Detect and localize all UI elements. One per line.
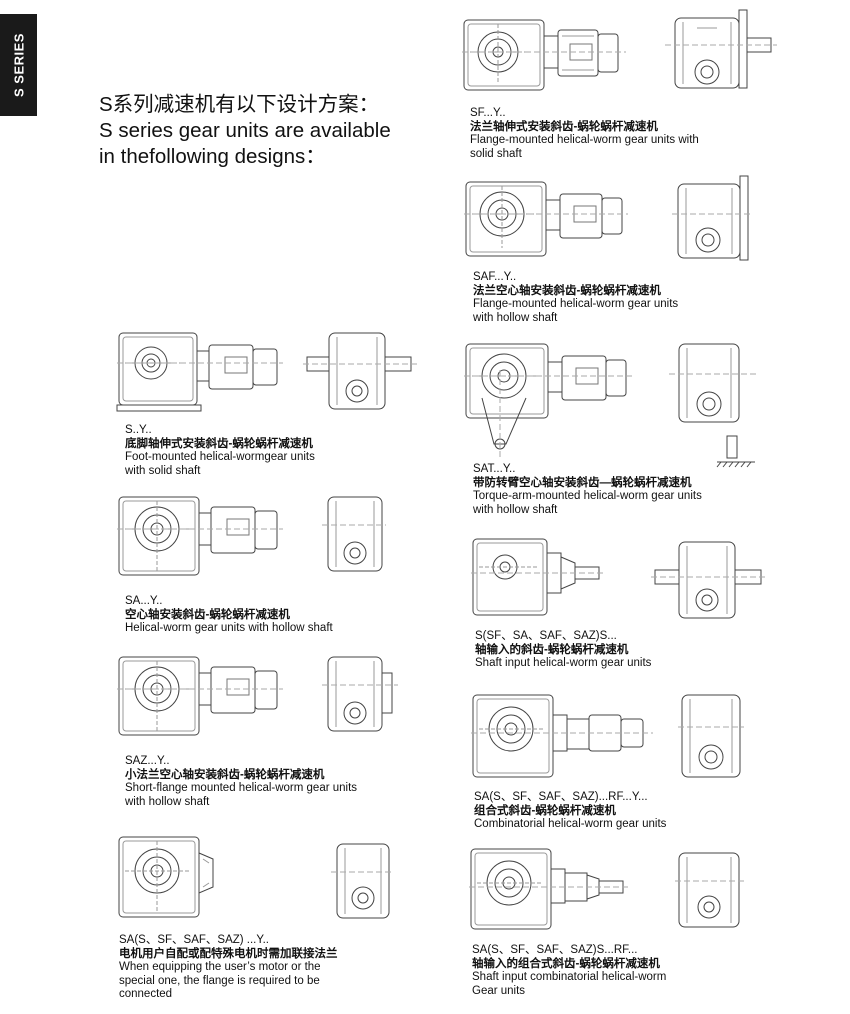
caption-en: Short-flange mounted helical-worm gear u… [125, 782, 358, 808]
caption-en: Flange-mounted helical-worm gear units w… [470, 134, 699, 160]
drawing-sat-front [464, 340, 636, 460]
model-code: SAT...Y.. [473, 463, 516, 475]
drawing-combinatorial-side [678, 691, 746, 781]
caption-zh: 组合式斜齿-蜗轮蜗杆减速机 [474, 804, 616, 817]
caption-sf: SF...Y.. 法兰轴伸式安装斜齿-蜗轮蜗杆减速机 Flange-mounte… [470, 107, 699, 161]
heading-line-3: in thefollowing designs： [99, 145, 326, 168]
drawing-saz-front [117, 653, 285, 739]
caption-zh: 法兰轴伸式安装斜齿-蜗轮蜗杆减速机 [470, 120, 658, 133]
drawing-sf-side [665, 8, 780, 94]
caption-zh: 法兰空心轴安装斜齿-蜗轮蜗杆减速机 [473, 284, 661, 297]
caption-zh: 小法兰空心轴安装斜齿-蜗轮蜗杆减速机 [125, 768, 325, 781]
drawing-saf-side [672, 174, 752, 264]
caption-saf: SAF...Y.. 法兰空心轴安装斜齿-蜗轮蜗杆减速机 Flange-mount… [473, 271, 678, 325]
drawing-s-front [116, 329, 285, 415]
caption-sa: SA...Y.. 空心轴安装斜齿-蜗轮蜗杆减速机 Helical-worm ge… [125, 595, 333, 636]
model-code: SA(S、SF、SAF、SAZ)S...RF... [472, 944, 638, 956]
caption-en: Torque-arm-mounted helical-worm gear uni… [473, 490, 702, 516]
caption-shaft-input-combinatorial: SA(S、SF、SAF、SAZ)S...RF... 轴输入的组合式斜齿-蜗轮蜗杆… [472, 944, 666, 998]
caption-en: When equipping the user’s motor or the s… [119, 961, 321, 1000]
caption-zh: 轴输入的斜齿-蜗轮蜗杆减速机 [475, 643, 629, 656]
caption-sat: SAT...Y.. 带防转臂空心轴安装斜齿—蜗轮蜗杆减速机 Torque-arm… [473, 463, 702, 517]
side-tab-label: S SERIES [11, 33, 26, 97]
side-tab: S SERIES [0, 14, 37, 116]
drawing-user-motor-front [117, 833, 227, 923]
caption-en: Flange-mounted helical-worm gear units w… [473, 298, 679, 324]
drawing-shaft-input-combinatorial-front [469, 845, 631, 935]
drawing-combinatorial-front [471, 691, 655, 783]
heading-line-1: S系列减速机有以下设计方案： [99, 93, 380, 116]
model-code: SA...Y.. [125, 595, 163, 607]
caption-en: Shaft input combinatorial helical-worm G… [472, 971, 667, 997]
drawing-sa-front [117, 493, 285, 579]
caption-s: S..Y.. 底脚轴伸式安装斜齿-蜗轮蜗杆减速机 Foot-mounted he… [125, 424, 315, 478]
drawing-sat-side [669, 340, 761, 472]
caption-en: Combinatorial helical-worm gear units [474, 818, 667, 830]
caption-combinatorial: SA(S、SF、SAF、SAZ)...RF...Y... 组合式斜齿-蜗轮蜗杆减… [474, 791, 666, 832]
caption-en: Foot-mounted helical-wormgear units with… [125, 451, 315, 477]
drawing-sa-side [322, 493, 388, 575]
caption-zh: 电机用户自配或配特殊电机时需加联接法兰 [119, 947, 338, 960]
model-code: SA(S、SF、SAF、SAZ) ...Y.. [119, 934, 269, 946]
model-code: SA(S、SF、SAF、SAZ)...RF...Y... [474, 791, 648, 803]
heading-line-2: S series gear units are available [99, 119, 391, 142]
drawing-s-shaft-input-side [651, 538, 767, 622]
page-heading: S系列减速机有以下设计方案： S series gear units are a… [99, 92, 439, 170]
drawing-s-shaft-input-front [471, 535, 607, 621]
model-code: SAZ...Y.. [125, 755, 170, 767]
drawing-s-side [303, 329, 419, 415]
drawing-saf-front [464, 176, 630, 260]
model-code: SAF...Y.. [473, 271, 517, 283]
caption-s-shaft-input: S(SF、SA、SAF、SAZ)S... 轴输入的斜齿-蜗轮蜗杆减速机 Shaf… [475, 630, 651, 671]
caption-zh: 空心轴安装斜齿-蜗轮蜗杆减速机 [125, 608, 290, 621]
caption-en: Shaft input helical-worm gear units [475, 657, 652, 669]
caption-saz: SAZ...Y.. 小法兰空心轴安装斜齿-蜗轮蜗杆减速机 Short-flang… [125, 755, 357, 809]
drawing-sf-front [462, 14, 628, 94]
model-code: S..Y.. [125, 424, 152, 436]
caption-zh: 带防转臂空心轴安装斜齿—蜗轮蜗杆减速机 [473, 476, 692, 489]
caption-en: Helical-worm gear units with hollow shaf… [125, 622, 333, 634]
drawing-user-motor-side [331, 840, 395, 922]
model-code: S(SF、SA、SAF、SAZ)S... [475, 630, 617, 642]
drawing-shaft-input-combinatorial-side [675, 849, 747, 931]
caption-user-motor: SA(S、SF、SAF、SAZ) ...Y.. 电机用户自配或配特殊电机时需加联… [119, 934, 338, 1002]
caption-zh: 轴输入的组合式斜齿-蜗轮蜗杆减速机 [472, 957, 660, 970]
model-code: SF...Y.. [470, 107, 506, 119]
caption-zh: 底脚轴伸式安装斜齿-蜗轮蜗杆减速机 [125, 437, 313, 450]
drawing-saz-side [322, 653, 402, 735]
